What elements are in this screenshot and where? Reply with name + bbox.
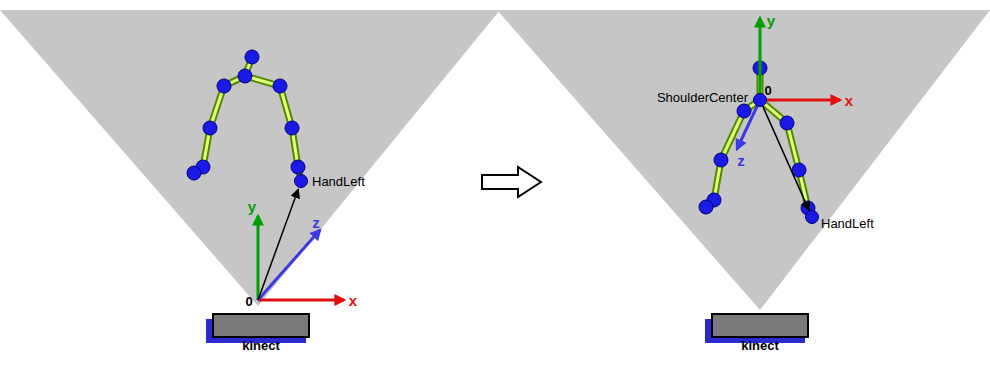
- joint: [714, 153, 728, 167]
- skeleton-figure: [699, 61, 815, 217]
- joint-node: HandLeft: [805, 210, 819, 224]
- joint: [245, 50, 259, 64]
- joint: [699, 200, 713, 214]
- origin-label: 0: [764, 83, 771, 98]
- x-axis: [760, 99, 840, 102]
- joint: [285, 121, 299, 135]
- joint: [291, 160, 305, 174]
- z-axis: [737, 100, 760, 149]
- joint: [203, 121, 217, 135]
- joint-label: kinect: [741, 338, 779, 353]
- joint: [737, 104, 751, 118]
- axis-label: y: [248, 198, 256, 215]
- joint: [780, 116, 794, 130]
- axes: [258, 18, 840, 300]
- position-vector: [258, 190, 298, 300]
- joint-label: HandLeft: [312, 174, 365, 189]
- joint-label: ShoulderCenter: [657, 90, 748, 105]
- axis-label: y: [767, 12, 775, 29]
- sensor-box: kinect: [212, 313, 310, 338]
- y-axis: [257, 216, 260, 300]
- sensor-box: kinect: [711, 313, 809, 338]
- axis-label: x: [349, 292, 357, 309]
- y-axis: [759, 18, 762, 100]
- z-axis: [258, 230, 320, 300]
- axis-label: x: [845, 92, 853, 109]
- axis-label: z: [737, 152, 745, 169]
- position-vector: [763, 106, 809, 210]
- origin-label: 0: [245, 294, 252, 309]
- view-cone: [497, 10, 990, 310]
- x-axis: [258, 299, 344, 302]
- joint-label: HandLeft: [821, 216, 874, 231]
- transform-arrow: [482, 167, 541, 197]
- axis-label: z: [312, 214, 320, 231]
- view-cone: [0, 10, 500, 306]
- joint-node: HandLeft: [294, 174, 308, 188]
- joint: [217, 79, 231, 93]
- joint: [273, 79, 287, 93]
- skeleton-figure: [187, 50, 305, 181]
- joint: [238, 69, 252, 83]
- skeleton: [187, 50, 815, 217]
- joint: [187, 166, 201, 180]
- joint-label: kinect: [242, 338, 280, 353]
